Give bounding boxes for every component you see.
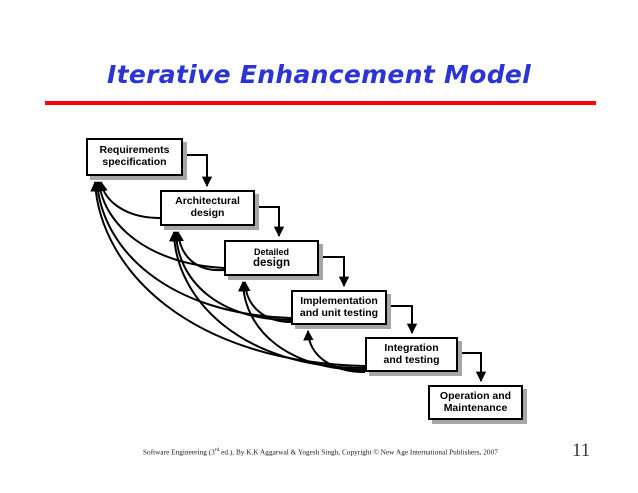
footer-credit-ordinal: rd <box>214 447 220 453</box>
arrow-implementation-to-detailed <box>240 280 292 323</box>
title-divider <box>45 101 596 105</box>
arrow-requirements-to-architectural <box>183 154 213 188</box>
process-box-line2: Maintenance <box>443 401 508 414</box>
arrow-detailed-to-implementation <box>319 256 350 288</box>
arrow-architectural-to-requirements <box>97 180 161 219</box>
process-box-requirements[interactable]: Requirements specification <box>86 138 183 176</box>
footer-credit-suffix: ed.), By K.K Aggarwal & Yogesh Singh, Co… <box>219 448 498 457</box>
process-box-label: Architectural design <box>171 195 244 220</box>
footer-credit: Software Engineering (3rd ed.), By K.K A… <box>143 447 498 456</box>
arrow-implementation-to-integration <box>387 305 418 335</box>
process-box-line2: and unit testing <box>299 306 379 319</box>
process-box-line2: specification <box>102 156 167 168</box>
process-box-implementation[interactable]: Implementation and unit testing <box>291 290 387 325</box>
process-box-label: Operation and Maintenance <box>436 389 515 415</box>
process-box-line1: Requirements <box>99 144 170 157</box>
arrow-detailed-to-architectural <box>173 230 225 272</box>
process-box-line1: Integration <box>384 341 439 354</box>
process-box-line1: Operation and <box>439 389 512 402</box>
process-box-integration[interactable]: Integration and testing <box>365 337 458 372</box>
arrow-architectural-to-detailed <box>255 206 285 238</box>
process-box-detailed[interactable]: Detailed design <box>224 240 319 276</box>
process-box-line2: design <box>252 256 291 269</box>
process-box-line1: Detailed <box>253 246 289 257</box>
footer-credit-prefix: Software Engineering (3 <box>143 448 215 457</box>
process-box-label: Integration and testing <box>379 341 443 367</box>
process-box-line2: design <box>190 207 225 219</box>
process-box-label: Implementation and unit testing <box>296 294 382 320</box>
arrow-integration-to-operation <box>458 352 487 383</box>
process-box-line1: Implementation <box>300 294 378 307</box>
page-number: 11 <box>572 440 591 461</box>
page-title: Iterative Enhancement Model <box>106 60 532 89</box>
process-box-label: Requirements specification <box>95 144 173 169</box>
process-box-architectural[interactable]: Architectural design <box>160 190 255 226</box>
arrow-integration-to-implementation <box>303 329 366 373</box>
process-box-operation[interactable]: Operation and Maintenance <box>428 385 523 420</box>
process-box-label: Detailed design <box>249 247 294 270</box>
process-box-line2: and testing <box>383 353 440 366</box>
